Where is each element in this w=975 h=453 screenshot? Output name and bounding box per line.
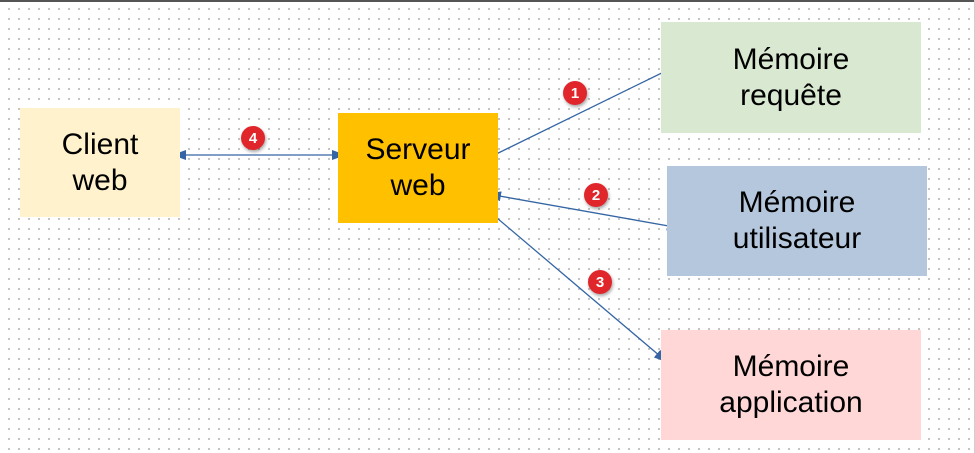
memory-user-line1: Mémoire: [738, 186, 856, 219]
step-badge-1: 1: [563, 81, 587, 105]
client-web-line1: Client: [61, 127, 139, 161]
arrow-server-memory-request: [483, 65, 677, 161]
step-badge-3: 3: [588, 270, 612, 294]
memory-request-line2: requête: [740, 78, 842, 112]
memory-request-line1: Mémoire: [732, 42, 850, 76]
memory-request-box: Mémoire requête: [661, 22, 921, 133]
server-web-box: Serveur web: [338, 113, 498, 223]
canvas-top-border: [0, 0, 975, 2]
client-web-line2: web: [72, 163, 128, 197]
memory-user-box: Mémoire utilisateur: [667, 166, 927, 276]
arrow-server-memory-application: [483, 206, 668, 363]
memory-application-box: Mémoire application: [661, 330, 921, 440]
step-badge-4: 4: [241, 126, 265, 150]
memory-application-line1: Mémoire: [732, 350, 850, 383]
step-badge-2: 2: [584, 183, 608, 207]
client-web-box: Client web: [20, 108, 180, 217]
server-web-line2: web: [390, 169, 446, 202]
memory-user-line2: utilisateur: [732, 222, 862, 255]
server-web-line1: Serveur: [365, 133, 471, 166]
memory-application-line2: application: [719, 386, 863, 419]
